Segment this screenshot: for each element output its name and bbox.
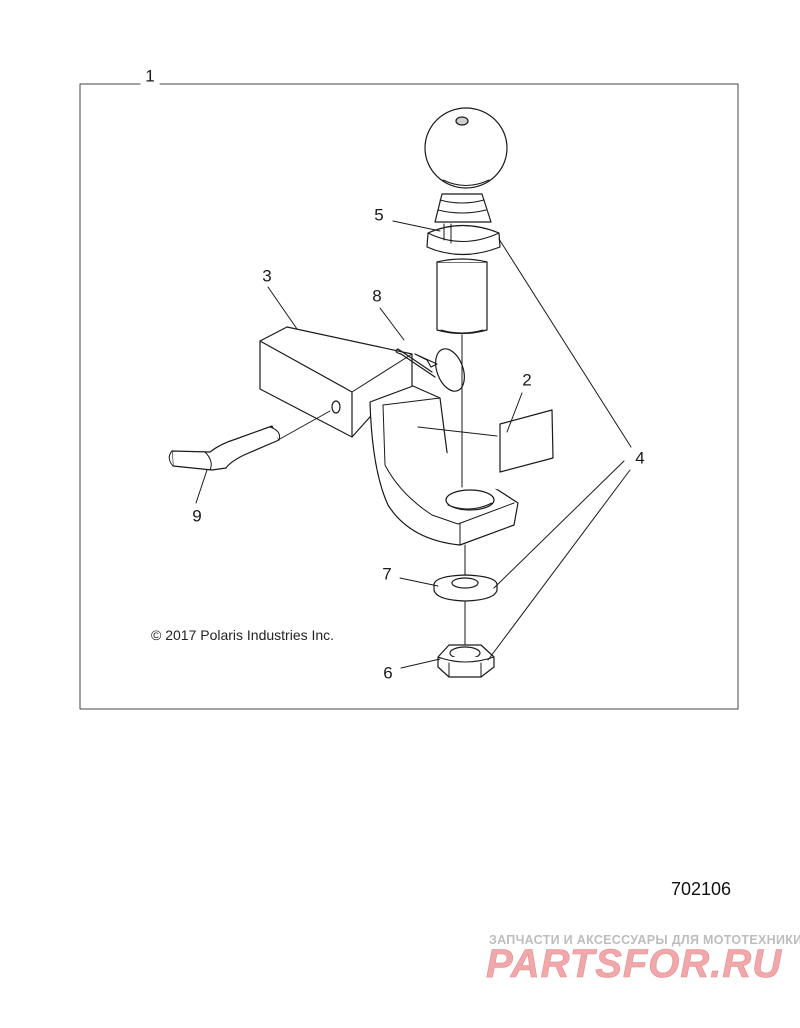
watermark-tagline: ЗАПЧАСТИ И АКСЕССУАРЫ ДЛЯ МОТОТЕХНИКИ xyxy=(489,933,800,947)
assembly-lines xyxy=(277,334,466,646)
hitch-pin xyxy=(168,425,281,471)
callout-7: 7 xyxy=(382,564,392,584)
flat-washer xyxy=(433,574,498,602)
drop-bracket xyxy=(369,385,519,546)
callout-2: 2 xyxy=(522,370,532,390)
callout-4: 4 xyxy=(635,448,645,468)
drawing-number: 702106 xyxy=(671,879,732,899)
hex-nut xyxy=(437,644,495,678)
callout-1: 1 xyxy=(145,66,155,86)
callout-3: 3 xyxy=(262,266,272,286)
watermark-logo-text: PARTSFOR.RU xyxy=(486,942,782,986)
watermark-logo: PARTSFOR.RU xyxy=(486,942,782,987)
lock-washer xyxy=(426,223,501,256)
copyright-notice: © 2017 Polaris Industries Inc. xyxy=(151,627,335,643)
callout-8: 8 xyxy=(372,286,382,306)
callout-6: 6 xyxy=(383,663,393,683)
callout-5: 5 xyxy=(374,205,384,225)
callout-9: 9 xyxy=(192,506,202,526)
decal-label xyxy=(499,409,554,473)
hitch-ball xyxy=(424,107,508,335)
leader-lines xyxy=(195,220,632,669)
assembly-frame xyxy=(79,83,739,710)
